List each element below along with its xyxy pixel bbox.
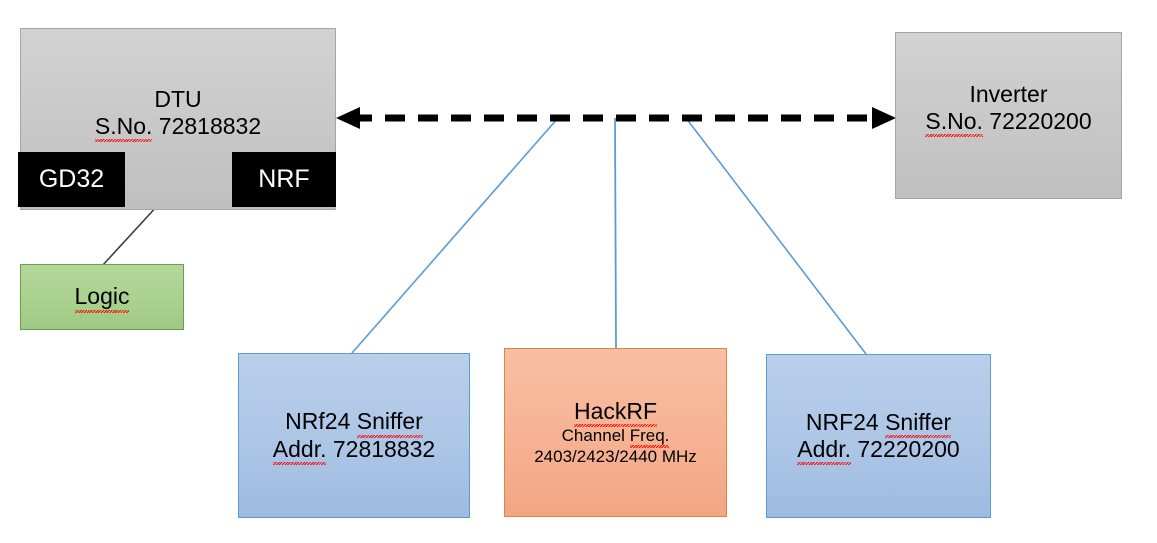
node-nrf[interactable]: NRF [232, 152, 336, 207]
hackrf-frequencies: 2403/2423/2440 MHz [534, 447, 697, 467]
dtu-title: DTU [154, 86, 202, 112]
node-inverter[interactable]: Inverter S.No. 72220200 [895, 32, 1122, 199]
node-logic[interactable]: Logic [20, 264, 184, 330]
connector-rf-link-to-hackrf [614, 117, 617, 349]
inverter-title: Inverter [969, 81, 1048, 107]
node-gd32[interactable]: GD32 [18, 152, 125, 207]
hackrf-channel-word: Channel [561, 425, 625, 445]
sniffer-right-addr-value: 72220200 [857, 436, 960, 462]
nrf-label: NRF [258, 165, 310, 193]
inverter-serial-prefix: S.No. [925, 108, 983, 138]
hackrf-channel-label: Channel Freq. [561, 425, 670, 449]
node-sniffer-right[interactable]: NRF24 Sniffer Addr. 72220200 [766, 354, 991, 518]
sniffer-left-addr-value: 72818832 [332, 435, 436, 462]
sniffer-right-addr-prefix: Addr. [797, 436, 851, 466]
node-hackrf[interactable]: HackRF Channel Freq. 2403/2423/2440 MHz [504, 348, 727, 517]
sniffer-right-model: NRF24 [805, 408, 879, 435]
sniffer-left-addr-prefix: Addr. [272, 435, 327, 465]
hackrf-freq-word: Freq. [629, 425, 670, 449]
hackrf-title: HackRF [573, 397, 658, 427]
sniffer-left-line2: Addr. 72818832 [272, 435, 436, 465]
sniffer-left-role: Sniffer [356, 408, 423, 438]
sniffer-left-model: NRf24 [285, 408, 351, 435]
inverter-serial-value: 72220200 [989, 108, 1092, 135]
node-sniffer-left[interactable]: NRf24 Sniffer Addr. 72818832 [238, 353, 470, 518]
connector-rf-link-to-sniffer-right [685, 117, 867, 355]
sniffer-left-line1: NRf24 Sniffer [285, 408, 423, 438]
connector-rf-link-to-sniffer-left [351, 117, 559, 354]
gd32-label: GD32 [38, 165, 105, 193]
dtu-serial: S.No. 72818832 [94, 113, 262, 143]
dtu-serial-prefix: S.No. [94, 113, 153, 143]
sniffer-right-line2: Addr. 72220200 [797, 436, 960, 466]
inverter-serial: S.No. 72220200 [925, 108, 1092, 138]
dtu-serial-value: 72818832 [158, 113, 262, 140]
sniffer-right-role: Sniffer [885, 408, 952, 439]
connector-dtu-inverter-rf-link [336, 107, 896, 129]
logic-label: Logic [74, 283, 130, 313]
sniffer-right-line1: NRF24 Sniffer [805, 408, 952, 439]
